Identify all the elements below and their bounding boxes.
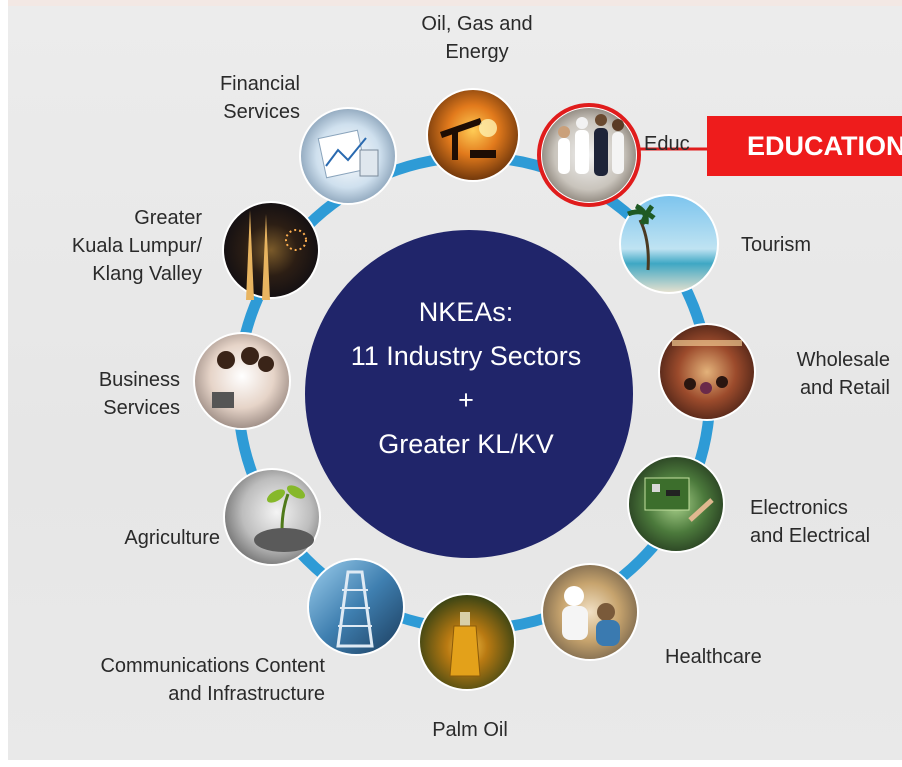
label-line: Agriculture (124, 527, 220, 549)
label-education: Educ (644, 130, 690, 158)
sector-agriculture-icon (223, 468, 321, 566)
label-line: Greater (134, 207, 202, 229)
sector-financial-services-icon (299, 107, 397, 205)
center-line-4: Greater KL/KV (378, 429, 554, 459)
label-line: Klang Valley (92, 263, 202, 285)
label-wholesale-retail: Wholesale and Retail (770, 346, 890, 402)
label-healthcare: Healthcare (665, 643, 762, 671)
label-line: Electronics (750, 497, 848, 519)
label-line: Business (98, 369, 180, 391)
center-line-2: 11 Industry Sectors (350, 341, 582, 371)
label-greater-kl: Greater Kuala Lumpur/ Klang Valley (40, 204, 202, 288)
label-line: Financial (219, 73, 300, 95)
label-line: Services (223, 101, 300, 123)
label-line: Energy (445, 41, 509, 63)
label-palm-oil: Palm Oil (410, 716, 530, 744)
label-line: Healthcare (665, 646, 762, 668)
sector-healthcare-icon (541, 563, 639, 661)
label-electronics-electrical: Electronics and Electrical (750, 494, 870, 550)
label-line: Kuala Lumpur/ (71, 235, 202, 257)
center-title: NKEAs: 11 Industry Sectors + Greater KL/… (306, 290, 626, 466)
sector-wholesale-retail-icon (658, 323, 756, 421)
education-callout: EDUCATION (707, 116, 902, 176)
label-communications: Communications Content and Infrastructur… (40, 652, 325, 708)
center-line-3: + (458, 385, 474, 415)
label-line: Palm Oil (432, 719, 508, 741)
education-highlight-ring (537, 103, 641, 207)
sector-education-icon (537, 103, 641, 207)
label-line: Oil, Gas and (421, 13, 533, 35)
label-line: and Infrastructure (168, 683, 325, 705)
label-business-services: Business Services (60, 366, 180, 422)
label-line: Tourism (741, 234, 812, 256)
label-line: and Electrical (750, 525, 871, 547)
center-circle (305, 230, 633, 558)
sector-oil-gas-energy-icon (426, 88, 520, 182)
sector-tourism-icon (619, 194, 719, 294)
sector-greater-kl-icon (222, 201, 320, 300)
top-strip (8, 0, 902, 6)
sector-business-services-icon (193, 332, 291, 430)
label-line: Communications Content (100, 655, 325, 677)
label-line: Services (103, 397, 180, 419)
label-oil-gas-energy: Oil, Gas and Energy (402, 10, 552, 66)
sector-electronics-electrical-icon (627, 455, 725, 553)
sector-communications-icon (307, 558, 405, 656)
center-line-1: NKEAs: (418, 297, 514, 327)
label-agriculture: Agriculture (90, 524, 220, 552)
label-line: Wholesale (796, 349, 890, 371)
label-line: Educ (644, 133, 690, 155)
label-financial-services: Financial Services (160, 70, 300, 126)
label-line: and Retail (799, 377, 890, 399)
sector-palm-oil-icon (418, 593, 516, 691)
label-tourism: Tourism (741, 231, 811, 259)
